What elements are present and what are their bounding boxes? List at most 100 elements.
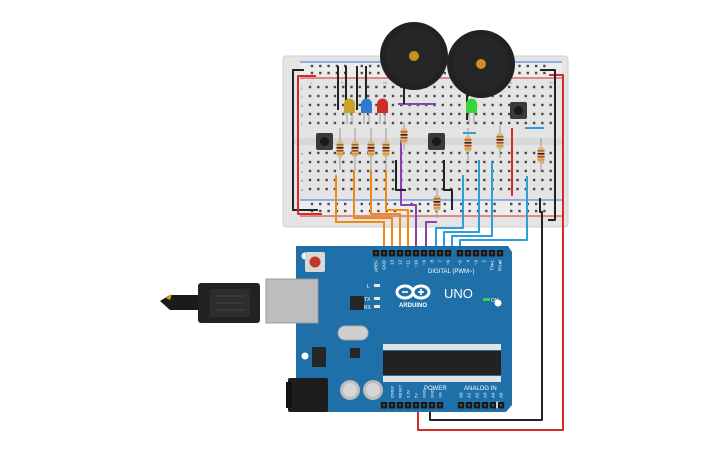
resistors [336, 122, 545, 218]
bb-hole [491, 94, 494, 98]
bb-hole [317, 103, 320, 107]
bb-hole [524, 85, 527, 89]
bb-hole [449, 121, 453, 125]
power-header-label: POWER [424, 386, 447, 392]
pushbutton-2[interactable] [428, 133, 445, 150]
bb-hole [524, 187, 527, 191]
bb-hole [383, 160, 386, 164]
rail-hole [319, 64, 322, 68]
analog-header-label: ANALOG IN [464, 386, 497, 392]
bb-hole [549, 187, 552, 191]
bb-hole [333, 112, 337, 116]
bb-hole [474, 187, 478, 191]
bb-hole [400, 94, 403, 98]
atmega-chip [383, 344, 501, 382]
bb-hole [366, 94, 370, 98]
rail-hole [427, 202, 430, 206]
bb-hole [508, 94, 511, 98]
bb-hole [342, 112, 345, 116]
bb-hole [408, 112, 411, 116]
rail-hole [310, 64, 314, 68]
bb-hole [325, 169, 328, 173]
bb-hole [491, 112, 494, 116]
bb-hole [358, 85, 361, 89]
led-red [377, 98, 388, 124]
bb-hole [350, 85, 353, 89]
piezo-buzzer-1 [380, 22, 448, 90]
bb-hole [325, 160, 328, 164]
digital-pin-label: 8 [430, 260, 435, 263]
power-pin-label: 3.3V [406, 389, 411, 398]
bb-hole [483, 151, 486, 155]
pushbutton-3[interactable] [510, 102, 527, 119]
rail-hole [327, 64, 330, 68]
rail-hole [493, 209, 496, 213]
resistor [537, 138, 545, 172]
bb-hole [499, 178, 503, 182]
bb-hole [342, 85, 345, 89]
rail-hole [443, 202, 446, 206]
bb-hole [549, 169, 552, 173]
bb-hole [366, 121, 370, 125]
bb-hole [416, 160, 420, 164]
bb-hole [358, 103, 361, 107]
bb-hole [491, 103, 494, 107]
row-letter-e: e [301, 151, 304, 156]
bb-hole [383, 178, 386, 182]
bb-hole [474, 121, 478, 125]
reset-button[interactable] [305, 252, 325, 272]
row-letter-i: i [301, 94, 302, 99]
bb-hole [516, 151, 519, 155]
power-pin-label: GND [430, 389, 435, 398]
bb-hole [433, 121, 436, 125]
bb-hole [342, 187, 345, 191]
rail-hole [335, 71, 339, 75]
bb-hole [532, 187, 536, 191]
bb-hole [425, 112, 428, 116]
bb-hole [433, 112, 436, 116]
pushbutton-1[interactable] [316, 133, 333, 150]
rail-hole [327, 71, 330, 75]
wire-orange-4 [385, 170, 409, 258]
bb-hole [308, 112, 312, 116]
bb-hole [516, 160, 519, 164]
power-pin-label: IOREF [390, 385, 395, 398]
bb-hole [375, 178, 378, 182]
rail-hole [526, 64, 529, 68]
bb-hole [358, 112, 361, 116]
small-ic [350, 348, 360, 358]
analog-header [457, 402, 505, 409]
wire-blue-2 [443, 160, 480, 258]
col-num-1: 1 [310, 81, 312, 85]
rail-hole [344, 209, 347, 213]
digital-pin-label: ~10 [414, 260, 419, 268]
tx-label: TX [364, 297, 371, 303]
bb-hole [416, 151, 420, 155]
row-letter-h: h [301, 103, 303, 108]
resistor [367, 128, 375, 170]
bb-hole [425, 178, 428, 182]
bb-hole [532, 103, 536, 107]
digital-pin-label: ~6 [446, 260, 451, 266]
bb-hole [466, 178, 469, 182]
bb-hole [425, 151, 428, 155]
bb-hole [483, 187, 486, 191]
rail-hole [543, 202, 546, 206]
rail-hole [344, 202, 347, 206]
bb-hole [524, 94, 527, 98]
capacitors [340, 380, 383, 400]
resistor [433, 188, 441, 218]
bb-hole [458, 178, 461, 182]
bb-hole [466, 160, 469, 164]
bb-hole [466, 121, 469, 125]
rail-hole [368, 71, 372, 75]
bb-hole [532, 178, 536, 182]
bb-hole [358, 178, 361, 182]
rail-hole [377, 202, 380, 206]
bb-hole [366, 160, 370, 164]
piezo-buzzers [380, 22, 515, 98]
bb-hole [358, 94, 361, 98]
bb-hole [391, 94, 395, 98]
rail-hole [485, 202, 488, 206]
